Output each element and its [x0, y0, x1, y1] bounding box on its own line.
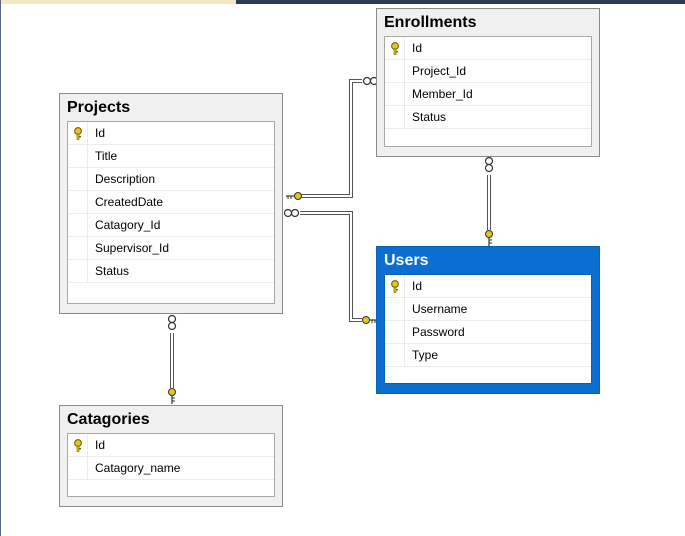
key-cell: [385, 321, 405, 343]
column-row[interactable]: Project_Id: [385, 60, 591, 83]
column-name: Supervisor_Id: [95, 241, 170, 255]
key-cell: [68, 191, 88, 213]
column-row-id[interactable]: Id: [385, 37, 591, 60]
table-users[interactable]: Users Id Username Password Type: [376, 246, 600, 394]
key-cell: [68, 145, 88, 167]
column-row[interactable]: Username: [385, 298, 591, 321]
column-name: Username: [412, 302, 468, 316]
column-row[interactable]: Supervisor_Id: [68, 237, 274, 260]
column-name: Id: [95, 126, 106, 140]
table-catagories[interactable]: Catagories Id Catagory_name: [59, 405, 283, 507]
column-row[interactable]: CreatedDate: [68, 191, 274, 214]
relationship-projects-catagories[interactable]: [167, 314, 177, 405]
column-row-id[interactable]: Id: [385, 275, 591, 298]
column-grid: Id Title Description CreatedDate Catagor…: [67, 121, 275, 304]
key-cell: [385, 60, 405, 82]
table-projects[interactable]: Projects Id Title Description CreatedDat…: [59, 93, 283, 314]
column-row[interactable]: Catagory_name: [68, 457, 274, 480]
key-cell: [68, 434, 88, 456]
column-row[interactable]: Title: [68, 145, 274, 168]
table-title: Catagories: [67, 411, 150, 428]
key-cell: [385, 298, 405, 320]
column-name: Member_Id: [412, 87, 473, 101]
column-name: Id: [412, 41, 423, 55]
column-name: Title: [95, 149, 118, 163]
top-border-tab: [0, 0, 236, 4]
relationship-projects-enrollments[interactable]: [286, 76, 379, 200]
key-cell: [385, 37, 405, 59]
column-row[interactable]: Description: [68, 168, 274, 191]
column-row[interactable]: Member_Id: [385, 83, 591, 106]
key-cell: [385, 275, 405, 297]
key-cell: [385, 106, 405, 128]
column-name: Status: [412, 110, 447, 124]
column-name: Id: [412, 279, 423, 293]
column-row[interactable]: Type: [385, 344, 591, 367]
key-cell: [68, 122, 88, 144]
column-row[interactable]: Status: [385, 106, 591, 129]
column-row[interactable]: Catagory_Id: [68, 214, 274, 237]
relationship-enrollments-users[interactable]: [484, 156, 494, 247]
key-cell: [385, 344, 405, 366]
column-grid: Id Catagory_name: [67, 433, 275, 497]
table-title: Users: [384, 252, 429, 269]
column-row[interactable]: Status: [68, 260, 274, 283]
relationship-projects-users[interactable]: [283, 208, 378, 324]
table-enrollments[interactable]: Enrollments Id Project_Id Member_Id Stat…: [376, 8, 600, 157]
key-cell: [68, 214, 88, 236]
column-name: Type: [412, 348, 439, 362]
column-name: Password: [412, 325, 465, 339]
column-row[interactable]: Password: [385, 321, 591, 344]
column-name: Catagory_name: [95, 461, 181, 475]
column-name: Description: [95, 172, 156, 186]
key-cell: [68, 457, 88, 479]
key-cell: [68, 168, 88, 190]
left-edge-border: [0, 0, 1, 536]
primary-key-icon: [391, 42, 399, 55]
key-cell: [68, 260, 88, 282]
key-cell: [68, 237, 88, 259]
column-name: Id: [95, 438, 106, 452]
table-title: Enrollments: [384, 14, 477, 31]
key-cell: [385, 83, 405, 105]
column-row-id[interactable]: Id: [68, 122, 274, 145]
column-name: Status: [95, 264, 130, 278]
column-grid: Id Username Password Type: [384, 274, 592, 384]
column-name: Project_Id: [412, 64, 467, 78]
primary-key-icon: [74, 127, 82, 140]
column-name: Catagory_Id: [95, 218, 161, 232]
top-border-dark: [236, 0, 685, 4]
column-row-id[interactable]: Id: [68, 434, 274, 457]
table-title: Projects: [67, 99, 131, 116]
column-grid: Id Project_Id Member_Id Status: [384, 36, 592, 147]
column-name: CreatedDate: [95, 195, 164, 209]
primary-key-icon: [74, 439, 82, 452]
primary-key-icon: [391, 280, 399, 293]
